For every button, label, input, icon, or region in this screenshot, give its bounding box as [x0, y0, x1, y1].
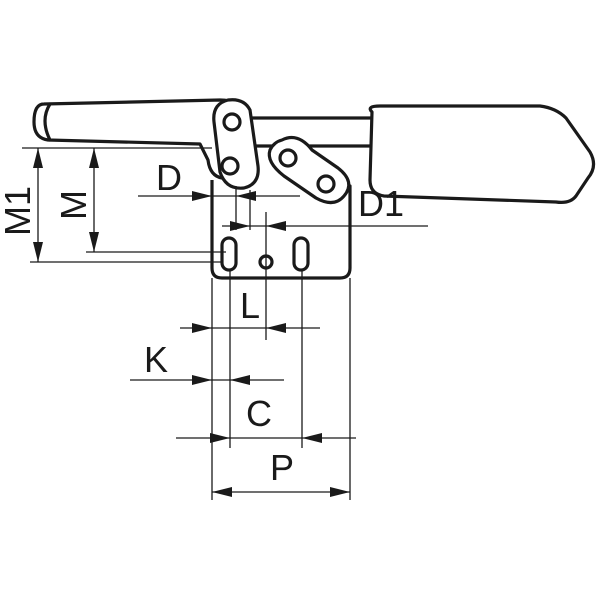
slot-left [220, 236, 238, 272]
pivot-2 [220, 156, 240, 176]
pivot-1 [222, 112, 242, 132]
label-l: L [240, 285, 260, 326]
pivot-4 [316, 174, 336, 194]
label-c: C [246, 393, 272, 434]
label-d: D [156, 157, 182, 198]
clamp-body [32, 98, 596, 280]
label-d1: D1 [358, 183, 404, 224]
label-p: P [270, 447, 294, 488]
label-k: K [144, 339, 168, 380]
dimension-labels: M1 M D D1 L K C P [0, 157, 404, 488]
label-m: M [53, 190, 94, 220]
handle-grip [368, 104, 596, 204]
slot-right [292, 236, 310, 272]
lever [212, 98, 260, 190]
pivot-3 [278, 148, 298, 168]
arrowheads [33, 148, 350, 497]
label-m1: M1 [0, 186, 38, 236]
dimension-lines [22, 147, 428, 500]
arm-tip [43, 102, 52, 142]
